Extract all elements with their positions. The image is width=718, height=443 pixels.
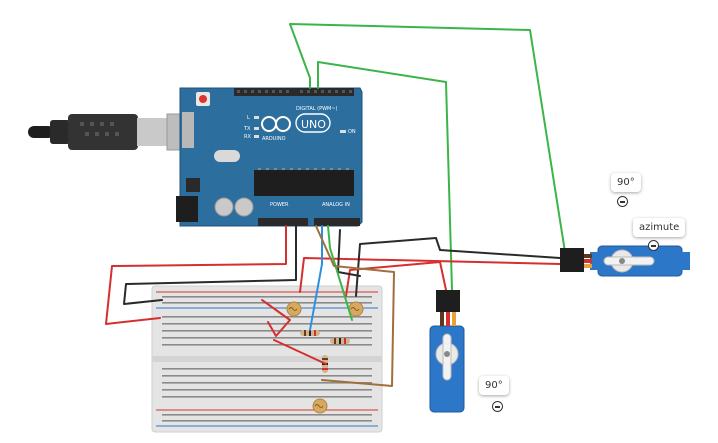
capacitor bbox=[214, 197, 234, 217]
photoresistor[interactable] bbox=[286, 301, 302, 317]
svg-text:L: L bbox=[247, 115, 250, 121]
logo-text: UNO bbox=[301, 118, 326, 131]
servo-azimute-label: azimute bbox=[633, 218, 686, 237]
voltage-regulator bbox=[186, 178, 200, 192]
wire-brown[interactable] bbox=[315, 225, 395, 387]
status-leds: L TX RX ON bbox=[243, 115, 356, 140]
servo-azimute[interactable] bbox=[560, 245, 690, 277]
servo-azimute-angle-tooltip: 90° bbox=[611, 173, 641, 192]
wire-green[interactable] bbox=[317, 61, 453, 291]
wire-red[interactable] bbox=[299, 257, 561, 293]
analog-header[interactable] bbox=[314, 218, 360, 226]
power-header-label: POWER bbox=[270, 202, 289, 208]
resistor[interactable] bbox=[330, 338, 350, 344]
photoresistor[interactable] bbox=[312, 398, 328, 414]
analog-header-label: ANALOG IN bbox=[322, 202, 350, 208]
wire-black[interactable] bbox=[355, 237, 561, 297]
svg-text:TX: TX bbox=[243, 126, 251, 132]
usb-cable[interactable] bbox=[28, 113, 194, 151]
svg-text:ON: ON bbox=[348, 129, 356, 135]
servo-bottom-angle-tooltip: 90° bbox=[479, 376, 509, 395]
microcontroller-chip bbox=[254, 170, 354, 196]
capacitor bbox=[234, 197, 254, 217]
arduino-logo: ARDUINO UNO bbox=[261, 113, 331, 142]
brand-text: ARDUINO bbox=[262, 136, 286, 142]
wire-red[interactable] bbox=[273, 339, 327, 365]
wire-green[interactable] bbox=[289, 23, 566, 253]
wire-red[interactable] bbox=[261, 299, 291, 337]
servo-azimute-label-knob[interactable] bbox=[648, 240, 659, 251]
servo-azimute-angle-knob[interactable] bbox=[617, 196, 628, 207]
servo-bottom-angle-knob[interactable] bbox=[492, 401, 503, 412]
power-jack bbox=[176, 196, 198, 222]
svg-text:RX: RX bbox=[244, 134, 251, 140]
power-header[interactable] bbox=[258, 218, 308, 226]
wire-green[interactable] bbox=[327, 225, 353, 321]
wire-black[interactable] bbox=[123, 225, 297, 305]
digital-header-label: DIGITAL (PWM~) bbox=[296, 106, 338, 112]
servo-bottom[interactable] bbox=[429, 290, 465, 413]
crystal bbox=[214, 150, 240, 162]
wire-red[interactable] bbox=[345, 261, 447, 297]
digital-header[interactable] bbox=[234, 88, 354, 96]
wire-red[interactable] bbox=[105, 225, 287, 325]
resistor[interactable] bbox=[300, 330, 320, 336]
usb-b-port bbox=[182, 112, 194, 148]
arduino-uno-board[interactable]: DIGITAL (PWM~) ARDUINO UNO L TX RX ON bbox=[176, 87, 363, 227]
